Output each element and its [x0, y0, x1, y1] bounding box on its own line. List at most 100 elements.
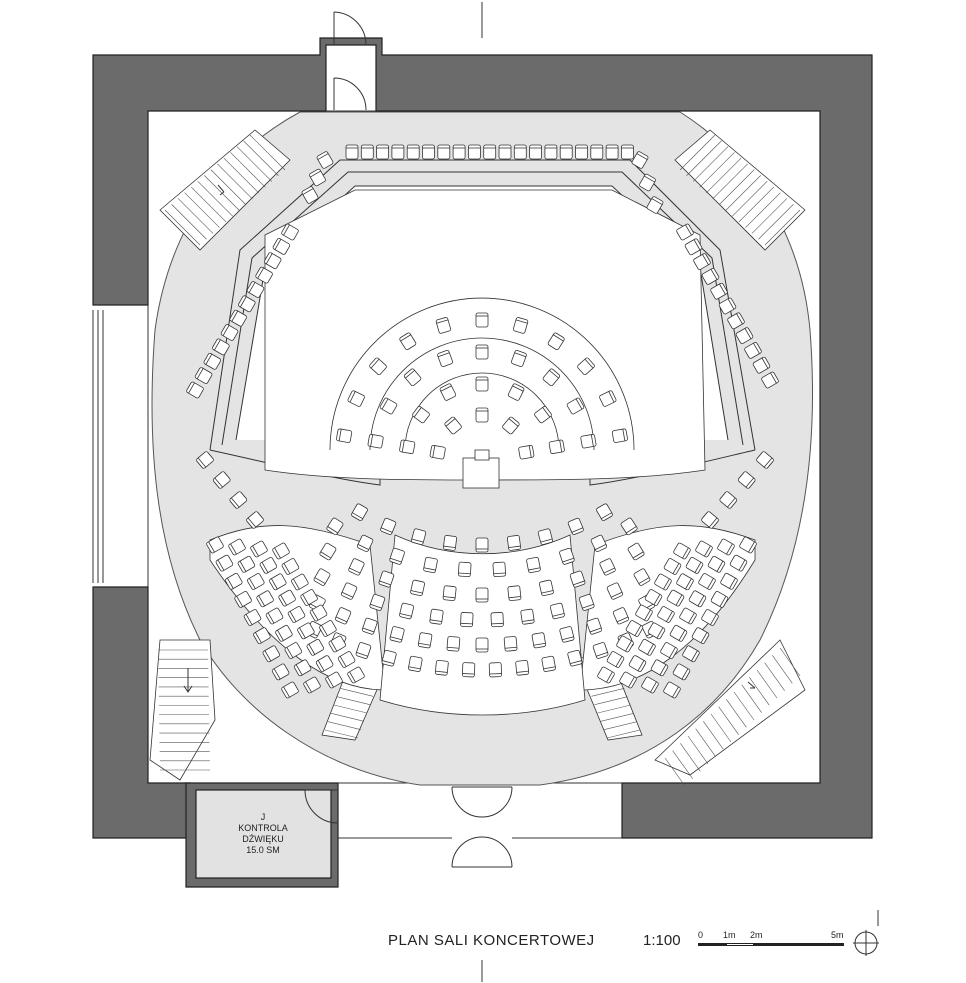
seat — [596, 503, 613, 521]
seat — [206, 536, 224, 554]
seat — [559, 547, 575, 565]
seat — [635, 604, 653, 622]
stair-arrow-icon — [183, 184, 756, 693]
seat — [262, 645, 281, 663]
seat — [220, 324, 239, 341]
seat — [616, 635, 634, 653]
seat — [256, 590, 274, 608]
seat — [539, 579, 554, 597]
seat — [457, 561, 472, 578]
seat — [612, 607, 629, 625]
seat — [315, 655, 334, 672]
conductor-podium — [462, 457, 500, 489]
seat — [575, 144, 588, 160]
seat — [663, 681, 681, 699]
seat — [718, 297, 737, 315]
seat — [399, 602, 415, 620]
seat — [203, 352, 222, 370]
seat — [729, 554, 748, 572]
seat — [309, 604, 328, 622]
seat — [488, 662, 502, 678]
scalebar: 0 1m 2m 5m — [698, 930, 848, 950]
seat — [559, 144, 573, 160]
seat — [215, 554, 234, 572]
seat — [520, 608, 535, 625]
room-letter: J — [260, 812, 266, 822]
seat — [309, 168, 326, 187]
seat — [429, 444, 446, 460]
axis-marks — [481, 2, 879, 982]
control-room-label: J KONTROLA DŹWIĘKU 15.0 SM — [190, 812, 336, 856]
seat — [313, 568, 331, 586]
seat — [513, 144, 527, 160]
door-icon — [304, 11, 622, 868]
scalebar-tick-5m: 5m — [831, 930, 844, 940]
seat — [301, 186, 319, 204]
seat — [271, 663, 290, 681]
seat — [701, 268, 720, 285]
seat — [597, 666, 615, 684]
seat — [429, 608, 444, 625]
seat — [326, 517, 344, 536]
scalebar-segment — [754, 943, 844, 946]
seat — [475, 587, 489, 603]
seat — [237, 555, 256, 573]
seat — [391, 144, 405, 160]
seat — [752, 356, 771, 374]
seat — [255, 266, 273, 284]
seat — [412, 406, 430, 424]
seat — [336, 428, 353, 443]
seat — [590, 144, 604, 160]
seat — [442, 585, 457, 602]
seat — [542, 368, 561, 387]
scalebar-segment — [698, 943, 726, 946]
seat — [347, 390, 365, 407]
seat — [698, 573, 716, 590]
seat — [676, 573, 694, 591]
seat — [577, 357, 595, 376]
seat — [389, 626, 405, 643]
seat — [291, 573, 309, 591]
seat — [316, 151, 334, 169]
seat — [378, 570, 395, 588]
seat — [673, 542, 691, 560]
seat — [657, 606, 675, 623]
seat — [566, 397, 585, 415]
seat — [695, 540, 713, 558]
scalebar-tick-1m: 1m — [723, 930, 736, 940]
seat — [293, 659, 312, 677]
seat — [196, 451, 214, 469]
seat — [727, 312, 745, 330]
window-left — [92, 310, 104, 583]
seat — [278, 589, 296, 607]
seat — [434, 659, 449, 676]
seat — [590, 534, 608, 553]
seat — [633, 568, 651, 586]
seat — [621, 144, 634, 160]
seat — [650, 659, 669, 677]
seat — [442, 535, 458, 551]
seat — [369, 593, 386, 611]
seat — [380, 517, 397, 535]
seat — [340, 582, 358, 600]
seat — [631, 151, 649, 169]
seat — [225, 572, 243, 590]
seat — [511, 350, 527, 367]
scalebar-tick-2m: 2m — [750, 930, 763, 940]
seat — [212, 471, 231, 489]
seat — [534, 406, 552, 424]
seat — [467, 144, 481, 160]
seat — [660, 642, 678, 659]
seat — [351, 503, 368, 521]
plan-scale: 1:100 — [643, 932, 681, 949]
seat — [435, 317, 452, 334]
seats — [186, 144, 779, 699]
seat — [647, 622, 666, 640]
seat — [253, 627, 271, 644]
seat — [720, 572, 738, 590]
seat — [644, 589, 663, 606]
seat — [684, 238, 703, 256]
north-arrow-icon — [853, 930, 879, 956]
seat — [710, 282, 728, 300]
